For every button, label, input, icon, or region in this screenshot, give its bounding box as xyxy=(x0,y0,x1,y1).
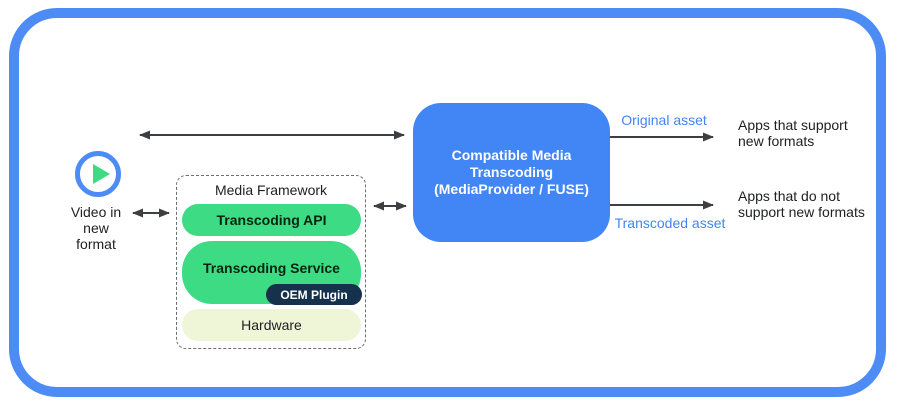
transcoder-label-line1: Compatible Media xyxy=(451,147,572,163)
video-source-label-line1: Video in xyxy=(70,204,122,220)
media-framework-box xyxy=(176,175,366,349)
apps-support-line2: new formats xyxy=(738,133,815,149)
transcoding-api-pill: Transcoding API xyxy=(182,204,361,236)
play-triangle-icon xyxy=(93,164,110,184)
oem-plugin-pill: OEM Plugin xyxy=(266,284,362,305)
hardware-pill: Hardware xyxy=(182,309,361,341)
compatible-media-transcoding-box: Compatible Media Transcoding (MediaProvi… xyxy=(413,103,610,242)
play-icon xyxy=(75,151,121,197)
apps-support-line1: Apps that support xyxy=(738,117,848,133)
apps-no-support-line1: Apps that do not xyxy=(738,188,840,204)
transcoder-label-line2: Transcoding xyxy=(469,164,554,180)
apps-no-support-line2: support new formats xyxy=(738,204,865,220)
original-asset-label: Original asset xyxy=(621,112,707,128)
apps-support-label: Apps that support new formats xyxy=(738,117,848,149)
video-source-label-line2: new xyxy=(83,220,109,236)
video-source-label-line3: format xyxy=(76,236,116,252)
outer-rounded-border xyxy=(9,8,886,397)
apps-no-support-label: Apps that do not support new formats xyxy=(738,188,865,220)
video-source-label: Video in new format xyxy=(56,204,136,252)
transcoded-asset-label: Transcoded asset xyxy=(614,215,726,231)
media-framework-title: Media Framework xyxy=(214,182,328,198)
transcoder-label-line3: (MediaProvider / FUSE) xyxy=(434,181,589,197)
